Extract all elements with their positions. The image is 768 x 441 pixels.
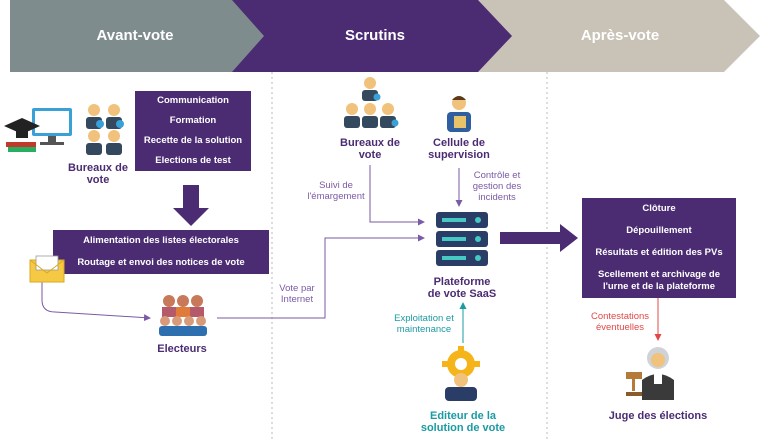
apres-step-item: Clôture (642, 203, 676, 214)
juge-label: Juge des élections (608, 410, 708, 422)
vote-internet-label: Vote par Internet (279, 283, 315, 305)
listes-item: Routage et envoi des notices de vote (77, 257, 245, 268)
cellule-label: Cellule de supervision (428, 137, 490, 161)
contestations-label: Contestations éventuelles (590, 311, 650, 333)
avant-action-item: Elections de test (155, 155, 231, 166)
supervisor-icon (447, 96, 471, 132)
phase-banner (10, 0, 760, 72)
phase-arrow-avant (10, 0, 282, 72)
phase-title-apres: Après-vote (580, 27, 660, 44)
apres-step-item: Scellement et archivage de l'urne et de … (598, 269, 720, 292)
person-badge-icon (86, 104, 124, 155)
exploitation-label: Exploitation et maintenance (394, 313, 454, 335)
suivi-label: Suivi de l'émargement (307, 180, 365, 202)
judge-icon (626, 347, 674, 400)
phase-title-scrutins: Scrutins (344, 27, 405, 44)
person-badge-icon (344, 77, 399, 128)
avant-action-item: Communication (157, 95, 229, 106)
avant-bureaux-label: Bureaux de vote (68, 162, 128, 186)
apres-steps-box: Clôture Dépouillement Résultats et éditi… (582, 198, 736, 298)
phase-arrow-apres (478, 0, 760, 72)
people-group-icon (159, 295, 207, 336)
computer-graduation-icon (4, 108, 72, 152)
envelope-icon (29, 255, 65, 283)
arrow-down-to-listes (173, 185, 209, 226)
gear-person-icon (442, 346, 480, 401)
avant-action-item: Recette de la solution (143, 135, 243, 146)
phase-title-avant: Avant-vote (96, 27, 174, 44)
apres-step-item: Dépouillement (626, 225, 692, 236)
electeurs-label: Electeurs (157, 343, 207, 355)
connector-electeurs-plateforme (217, 234, 425, 319)
arrow-right-to-apres (500, 224, 578, 252)
avant-action-item: Formation (169, 115, 217, 126)
connector-bureaux-plateforme (369, 165, 425, 226)
editeur-label: Editeur de la solution de vote (420, 410, 506, 434)
scrutins-bureaux-label: Bureaux de vote (340, 137, 400, 161)
listes-box: Alimentation des listes électorales Rout… (53, 230, 269, 274)
controle-label: Contrôle et gestion des incidents (472, 170, 522, 203)
connector-envelope-electeurs (41, 280, 151, 322)
listes-item: Alimentation des listes électorales (83, 235, 239, 246)
apres-step-item: Résultats et édition des PVs (595, 247, 723, 258)
avant-actions-box: Communication Formation Recette de la so… (135, 91, 251, 171)
server-icon (436, 212, 488, 266)
plateforme-label: Plateforme de vote SaaS (427, 276, 497, 300)
phase-separators (271, 72, 548, 441)
phase-arrow-scrutins (232, 0, 526, 72)
